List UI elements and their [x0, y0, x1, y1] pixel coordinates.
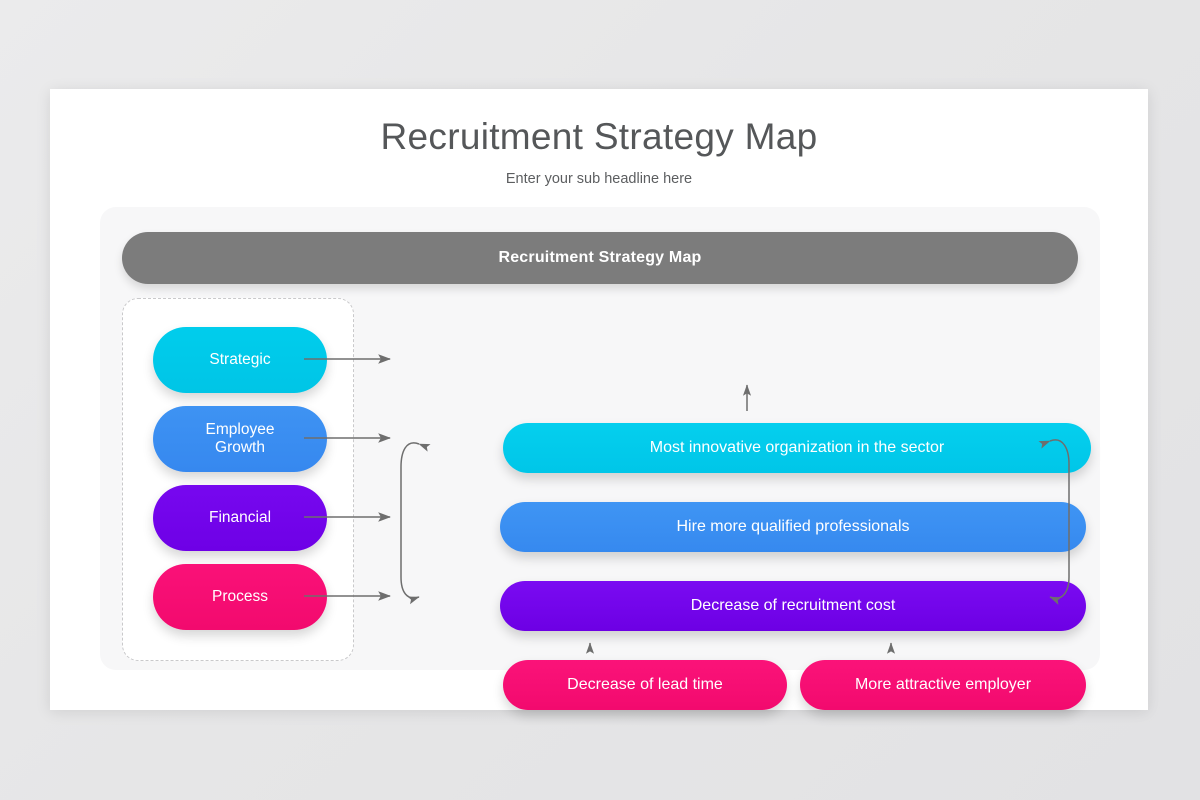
objective-box-employer-label: More attractive employer — [854, 675, 1032, 693]
category-pill-employee-growth-line2: Growth — [215, 439, 265, 456]
objective-box-leadtime-label: Decrease of lead time — [567, 675, 723, 693]
slide-canvas: Recruitment Strategy Map Enter your sub … — [50, 89, 1148, 710]
objective-box-cost[interactable]: Decrease of recruitment cost — [500, 581, 1086, 631]
category-container: Strategic Employee Growth Financial Proc… — [122, 298, 354, 661]
category-pill-strategic[interactable]: Strategic — [153, 327, 327, 393]
objective-box-cost-label: Decrease of recruitment cost — [690, 596, 896, 614]
objective-box-hire[interactable]: Hire more qualified professionals — [500, 502, 1086, 552]
category-pill-financial-label: Financial — [208, 508, 272, 526]
category-pill-employee-growth-line1: Employee — [205, 420, 275, 438]
category-pill-employee-growth-label: Employee Growth — [206, 421, 275, 458]
objective-box-leadtime[interactable]: Decrease of lead time — [503, 660, 787, 710]
objective-box-hire-label: Hire more qualified professionals — [676, 517, 910, 535]
category-pill-process-label: Process — [212, 587, 268, 605]
objective-box-innovative[interactable]: Most innovative organization in the sect… — [503, 423, 1091, 473]
objective-box-employer[interactable]: More attractive employer — [800, 660, 1086, 710]
diagram-header-bar: Recruitment Strategy Map — [122, 232, 1078, 284]
category-pill-process[interactable]: Process — [153, 564, 327, 630]
diagram-header-bar-label: Recruitment Strategy Map — [498, 249, 702, 266]
category-pill-employee-growth[interactable]: Employee Growth — [153, 406, 327, 472]
objective-box-innovative-label: Most innovative organization in the sect… — [649, 438, 945, 456]
page-title: Recruitment Strategy Map — [380, 116, 818, 157]
category-pill-strategic-label: Strategic — [209, 350, 271, 368]
category-pill-financial[interactable]: Financial — [153, 485, 327, 551]
page-subtitle: Enter your sub headline here — [505, 171, 693, 187]
